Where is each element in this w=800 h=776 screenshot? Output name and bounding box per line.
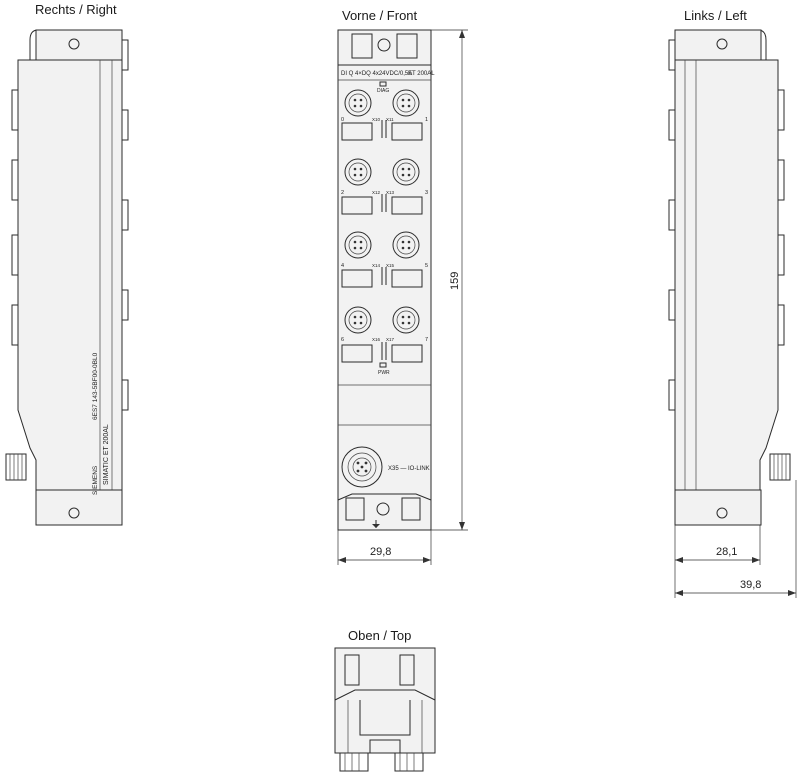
- left-side-view: 28,1 39,8: [668, 29, 797, 598]
- channel-3: 3: [425, 190, 428, 196]
- view-title-top: Oben / Top: [348, 628, 411, 643]
- port-row-1: [341, 89, 423, 141]
- dim-depth-small: 28,1: [716, 546, 737, 558]
- top-body: [334, 647, 436, 754]
- port-x11: X11: [386, 117, 394, 122]
- dim-depth-total: 39,8: [740, 579, 761, 591]
- front-module-label: DI Q 4×DQ 4x24VDC/0,5A: [341, 71, 412, 77]
- side-product: SIMATIC ET 200AL: [103, 424, 110, 485]
- front-family-label: ET 200AL: [408, 71, 435, 77]
- iolink-label: X35 — IO-LINK: [388, 466, 430, 472]
- port-x12: X12: [372, 190, 381, 195]
- left-bottom-bracket: [674, 489, 762, 526]
- view-title-left: Links / Left: [684, 8, 747, 23]
- iolink-connector: [341, 446, 383, 488]
- side-brand: SIEMENS: [92, 465, 99, 495]
- right-bottom-bracket: [35, 489, 123, 526]
- channel-6: 6: [341, 337, 344, 343]
- port-x10: X10: [372, 117, 381, 122]
- left-main-body: [674, 59, 779, 526]
- port-x14: X14: [372, 263, 381, 268]
- left-connector: [769, 453, 791, 481]
- front-view: DI Q 4×DQ 4x24VDC/0,5A ET 200AL DIAG: [337, 29, 468, 565]
- view-title-right: Rechts / Right: [35, 2, 117, 17]
- channel-1: 1: [425, 117, 428, 123]
- right-connector: [5, 453, 27, 481]
- right-bottom-hole: [68, 507, 80, 519]
- port-x13: X13: [386, 190, 395, 195]
- front-top-cap: [337, 29, 432, 66]
- pwr-label: PWR: [378, 370, 390, 376]
- channel-0: 0: [341, 117, 344, 123]
- channel-5: 5: [425, 263, 428, 269]
- dim-height: 159: [449, 272, 461, 290]
- port-x15: X15: [386, 263, 395, 268]
- front-main-panel: [337, 64, 432, 531]
- right-top-hole: [68, 38, 80, 50]
- left-top-bracket: [674, 29, 762, 61]
- diag-label: DIAG: [377, 88, 389, 94]
- port-row-4: [341, 306, 423, 363]
- side-order-number: 6ES7 143-5BF00-0BL0: [92, 352, 99, 420]
- port-row-2: [341, 158, 423, 215]
- port-x17: X17: [386, 337, 395, 342]
- right-side-view: SIEMENS SIMATIC ET 200AL 6ES7 143-5BF00-…: [5, 29, 129, 526]
- view-title-front: Vorne / Front: [342, 8, 418, 23]
- port-x16: X16: [372, 337, 381, 342]
- channel-7: 7: [425, 337, 428, 343]
- port-row-3: [341, 231, 423, 288]
- channel-4: 4: [341, 263, 344, 269]
- top-view: [334, 647, 436, 772]
- channel-2: 2: [341, 190, 344, 196]
- dim-front-width: 29,8: [370, 546, 391, 558]
